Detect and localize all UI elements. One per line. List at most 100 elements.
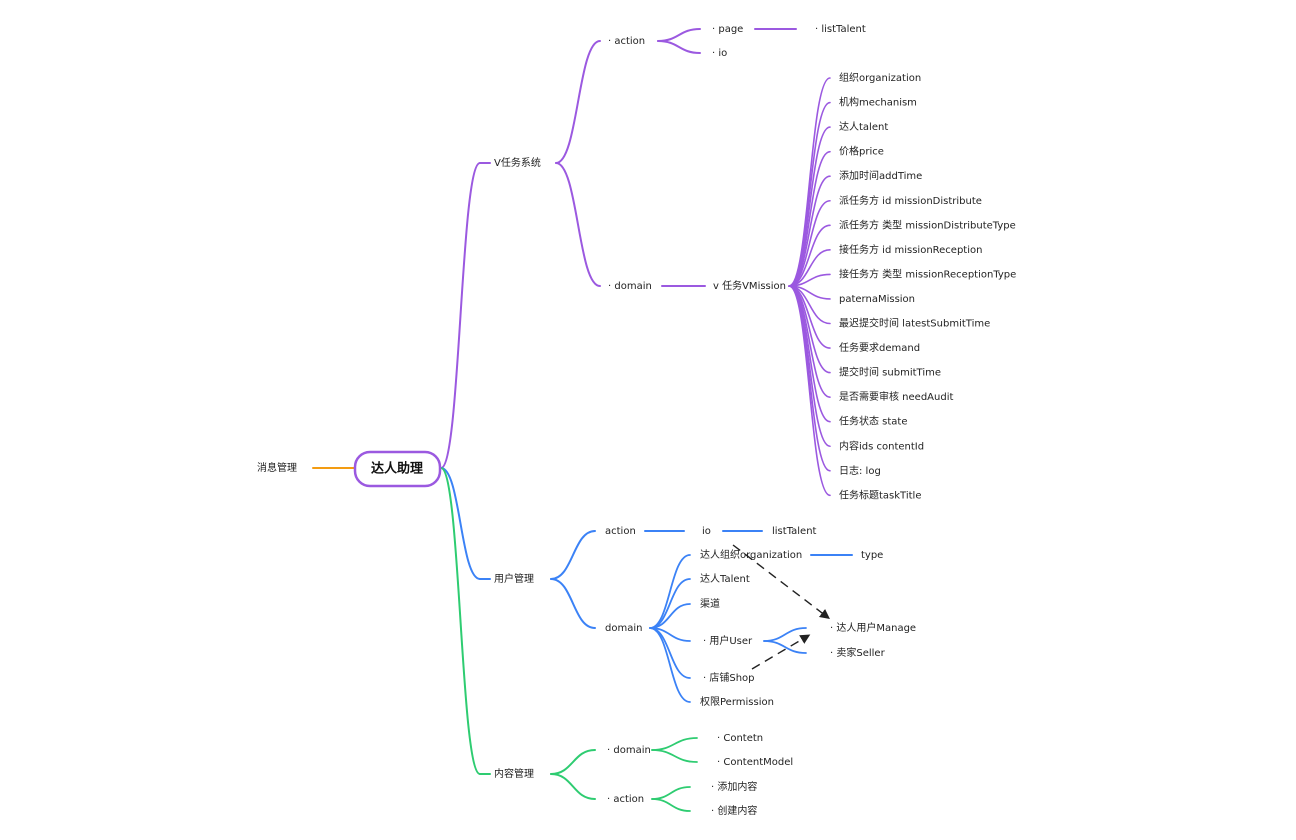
node-content-contetn[interactable]: · Contetn — [717, 733, 763, 744]
root-node-box[interactable] — [353, 450, 442, 488]
node-vmission-field-3-text: 价格price — [839, 145, 884, 158]
edge-vaction-to-io — [657, 40, 701, 54]
node-user-action-text: action — [605, 526, 636, 537]
node-user-shop[interactable]: · 店铺Shop — [703, 671, 755, 684]
edge-entity-to-field-5 — [788, 199, 831, 287]
node-vmission-system-text: V任务系统 — [494, 156, 541, 169]
edge-entity-to-field-17 — [788, 285, 831, 497]
edge-entity-to-field-1 — [788, 101, 831, 287]
node-user-action[interactable]: action — [605, 526, 636, 537]
node-user-permission[interactable]: 权限Permission — [700, 695, 774, 708]
node-message-management-text: 消息管理 — [257, 461, 297, 474]
node-vmission-field-7[interactable]: 接任务方 id missionReception — [839, 243, 982, 256]
edge-caction-to-create — [651, 798, 691, 812]
node-vmission-field-5[interactable]: 派任务方 id missionDistribute — [839, 194, 982, 207]
bullet-dot: · — [703, 636, 709, 647]
bullet-dot: · — [607, 745, 613, 756]
node-vmission-field-14-text: 任务状态 state — [839, 415, 908, 428]
node-vmission-field-0[interactable]: 组织organization — [839, 71, 921, 84]
node-user-management-text: 用户管理 — [494, 572, 534, 585]
edge-vmission-to-domain — [555, 162, 601, 287]
edge-udomain-to-1 — [649, 578, 691, 629]
node-vmission-field-4[interactable]: 添加时间addTime — [839, 169, 922, 182]
node-user-talent-text: 达人Talent — [700, 573, 750, 585]
edge-entity-to-field-4 — [788, 175, 831, 287]
edge-caction-to-add — [651, 786, 691, 800]
bullet-dot: · — [608, 281, 614, 292]
node-user-type[interactable]: type — [861, 550, 883, 561]
node-content-add[interactable]: · 添加内容 — [711, 780, 757, 793]
node-vmission-field-9-text: paternaMission — [839, 294, 915, 305]
node-user-talent[interactable]: 达人Talent — [700, 573, 750, 585]
node-vmission-action[interactable]: · action — [608, 36, 645, 47]
node-vmission-page[interactable]: · page — [712, 24, 743, 35]
node-user-user[interactable]: · 用户User — [703, 634, 753, 647]
node-vmission-field-2-text: 达人talent — [839, 121, 888, 133]
bullet-dot: · — [717, 733, 723, 744]
node-vmission-field-1[interactable]: 机构mechanism — [839, 96, 917, 109]
node-user-listtalent[interactable]: listTalent — [772, 526, 817, 537]
edge-cdomain-to-content — [651, 737, 698, 751]
node-vmission-field-13[interactable]: 是否需要审核 needAudit — [839, 390, 953, 403]
dashed-relation-org-to-manage — [732, 544, 830, 620]
node-vmission-field-6[interactable]: 派任务方 类型 missionDistributeType — [839, 218, 1016, 231]
connector-layer — [312, 28, 853, 812]
node-user-org[interactable]: 达人组织organization — [700, 548, 802, 561]
node-vmission-field-12[interactable]: 提交时间 submitTime — [839, 366, 941, 379]
node-content-action[interactable]: · action — [607, 794, 644, 805]
edge-cdomain-to-model — [651, 749, 698, 763]
node-user-org-text: 达人组织organization — [700, 548, 802, 561]
node-vmission-field-3[interactable]: 价格price — [839, 145, 884, 158]
node-message-management[interactable]: 消息管理 — [257, 461, 297, 474]
node-vmission-entity-text: v 任务VMission — [713, 279, 786, 292]
node-vmission-field-16-text: 日志: log — [839, 464, 881, 477]
node-vmission-domain[interactable]: · domain — [608, 281, 652, 292]
bullet-dot: · — [712, 48, 718, 59]
node-content-domain[interactable]: · domain — [607, 745, 651, 756]
node-vmission-field-7-text: 接任务方 id missionReception — [839, 243, 982, 256]
node-vmission-field-5-text: 派任务方 id missionDistribute — [839, 194, 982, 207]
bullet-dot: · — [703, 673, 709, 684]
node-vmission-field-8[interactable]: 接任务方 类型 missionReceptionType — [839, 267, 1016, 280]
node-user-manage[interactable]: · 达人用户Manage — [830, 621, 916, 634]
node-content-model[interactable]: · ContentModel — [717, 757, 793, 768]
node-user-channel[interactable]: 渠道 — [700, 597, 720, 610]
node-content-model-text: ContentModel — [723, 757, 793, 768]
node-user-management[interactable]: 用户管理 — [494, 572, 534, 585]
bullet-dot: · — [711, 806, 717, 817]
node-content-create[interactable]: · 创建内容 — [711, 804, 757, 817]
node-user-type-text: type — [861, 550, 883, 561]
node-vmission-field-1-text: 机构mechanism — [839, 96, 917, 109]
node-vmission-field-14[interactable]: 任务状态 state — [839, 415, 908, 428]
node-vmission-field-16[interactable]: 日志: log — [839, 464, 881, 477]
node-vmission-listtalent[interactable]: · listTalent — [815, 24, 866, 35]
node-vmission-field-2[interactable]: 达人talent — [839, 121, 888, 133]
node-user-seller[interactable]: · 卖家Seller — [830, 646, 886, 659]
node-user-domain[interactable]: domain — [605, 623, 642, 634]
edge-root-to-vmission — [440, 162, 481, 469]
node-content-management[interactable]: 内容管理 — [494, 767, 534, 780]
edge-user-to-seller — [763, 640, 807, 654]
node-vmission-system[interactable]: V任务系统 — [494, 156, 541, 169]
node-vmission-field-10[interactable]: 最迟提交时间 latestSubmitTime — [839, 317, 990, 330]
edge-udomain-to-5 — [649, 627, 691, 703]
edge-entity-to-field-3 — [788, 150, 831, 287]
edge-content-to-domain — [550, 749, 596, 775]
node-vmission-field-15-text: 内容ids contentId — [839, 439, 924, 452]
node-vmission-field-8-text: 接任务方 类型 missionReceptionType — [839, 267, 1016, 280]
bullet-dot: · — [830, 648, 836, 659]
node-user-domain-text: domain — [605, 623, 642, 634]
node-vmission-field-9[interactable]: paternaMission — [839, 294, 915, 305]
node-vmission-field-17[interactable]: 任务标题taskTitle — [839, 488, 921, 501]
node-vmission-entity[interactable]: v 任务VMission — [713, 279, 786, 292]
bullet-dot: · — [830, 623, 836, 634]
bullet-dot: · — [608, 36, 614, 47]
bullet-dot: · — [717, 757, 723, 768]
edge-entity-to-field-16 — [788, 285, 831, 472]
node-vmission-io[interactable]: · io — [712, 48, 727, 59]
node-user-io[interactable]: io — [702, 526, 711, 537]
node-vmission-field-15[interactable]: 内容ids contentId — [839, 439, 924, 452]
node-vmission-field-11[interactable]: 任务要求demand — [839, 341, 920, 354]
